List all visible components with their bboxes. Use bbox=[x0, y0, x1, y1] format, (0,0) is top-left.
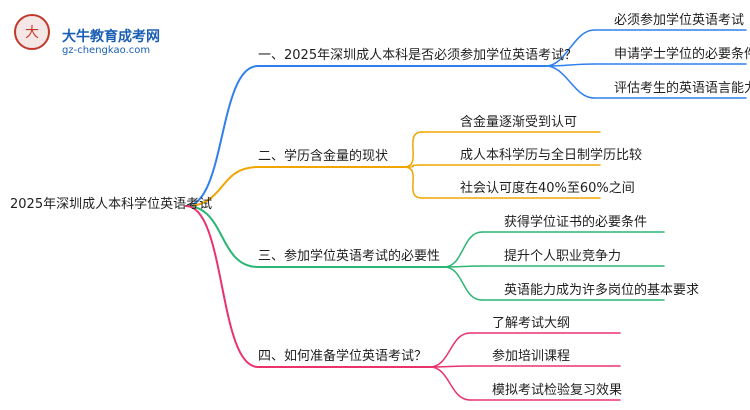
branch-1-leaf-3: 评估考生的英语语言能力 bbox=[614, 81, 750, 96]
connector-branch-1-leaf-3 bbox=[545, 65, 595, 99]
logo-url: gz-chengkao.com bbox=[62, 45, 151, 56]
branch-2-leaf-2: 成人本科学历与全日制学历比较 bbox=[460, 148, 643, 163]
branch-1-leaf-2: 申请学士学位的必要条件 bbox=[614, 47, 750, 62]
branch-2-label: 二、学历含金量的现状 bbox=[258, 149, 389, 164]
svg-text:大: 大 bbox=[25, 25, 39, 41]
connector-branch-3-leaf-3 bbox=[443, 266, 483, 301]
connector-root-branch-2 bbox=[185, 166, 259, 207]
root-node: 2025年深圳成人本科学位英语考试 bbox=[10, 197, 213, 212]
branch-3-leaf-3: 英语能力成为许多岗位的基本要求 bbox=[504, 283, 700, 298]
connector-branch-1-leaf-1 bbox=[545, 29, 595, 67]
site-logo[interactable]: 大 大牛教育成考网 gz-chengkao.com bbox=[12, 12, 172, 56]
logo-icon: 大 bbox=[14, 14, 50, 50]
branch-3-label: 三、参加学位英语考试的必要性 bbox=[258, 249, 441, 264]
branch-3-leaf-1: 获得学位证书的必要条件 bbox=[504, 215, 648, 230]
branch-4-leaf-1: 了解考试大纲 bbox=[492, 316, 571, 331]
connector-root-branch-1 bbox=[185, 65, 259, 207]
connector-root-branch-3 bbox=[185, 205, 259, 268]
branch-3-leaf-2: 提升个人职业竞争力 bbox=[504, 249, 622, 264]
branch-2-leaf-3: 社会认可度在40%至60%之间 bbox=[460, 181, 635, 196]
connector-branch-2-leaf-3 bbox=[403, 166, 423, 199]
branch-1-label: 一、2025年深圳成人本科是否必须参加学位英语考试？ bbox=[258, 48, 578, 63]
branch-2-leaf-1: 含金量逐渐受到认可 bbox=[460, 115, 578, 130]
branch-4-leaf-3: 模拟考试检验复习效果 bbox=[492, 383, 623, 398]
connector-root-branch-4 bbox=[185, 205, 259, 368]
logo-title: 大牛教育成考网 bbox=[62, 29, 160, 45]
connector-branch-3-leaf-1 bbox=[443, 231, 483, 268]
branch-4-leaf-2: 参加培训课程 bbox=[492, 349, 571, 364]
connector-branch-4-leaf-1 bbox=[429, 332, 471, 368]
connector-branch-2-leaf-1 bbox=[403, 131, 423, 168]
connector-branch-4-leaf-3 bbox=[429, 366, 471, 401]
branch-1-leaf-1: 必须参加学位英语考试 bbox=[614, 13, 745, 28]
branch-4-label: 四、如何准备学位英语考试？ bbox=[258, 349, 428, 364]
